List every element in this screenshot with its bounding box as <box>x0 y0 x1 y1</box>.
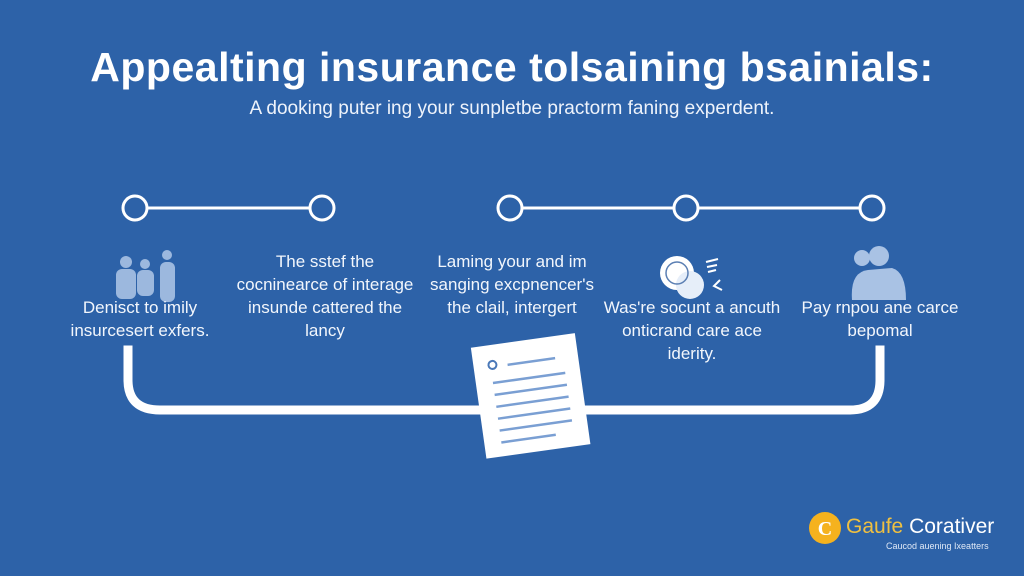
page-subtitle: A dooking puter ing your sunpletbe pract… <box>249 98 775 119</box>
timeline-node <box>672 194 700 222</box>
page-title: Appealting insurance tolsaining bsainial… <box>90 44 934 90</box>
brand-name: Gaufe Corativer <box>846 515 995 538</box>
brand-logo: C Gaufe Corativer Caucod auening Ixeatte… <box>808 511 994 551</box>
document-icon <box>470 333 591 459</box>
sun-logo-icon: C <box>809 512 841 544</box>
people-icon <box>116 250 175 302</box>
timeline-node <box>858 194 886 222</box>
svg-text:C: C <box>818 518 832 540</box>
step-2-text: The sstef the cocninearce of interage in… <box>236 252 414 340</box>
people-icon <box>851 246 906 300</box>
step-1-text: Denisct to imily insurcesert exfers. <box>70 298 210 340</box>
step-4-text: Was're socunt a ancuth onticrand care ac… <box>603 298 781 363</box>
step-5-text: Pay rnpou ane carce bepomal <box>801 298 959 340</box>
coins-icon <box>660 256 723 299</box>
timeline-node <box>308 194 336 222</box>
timeline-node <box>496 194 524 222</box>
timeline-node <box>121 194 149 222</box>
brand-tagline: Caucod auening Ixeatters <box>886 541 989 551</box>
step-3-text: Laming your and im sanging excpnencer's … <box>430 252 594 317</box>
